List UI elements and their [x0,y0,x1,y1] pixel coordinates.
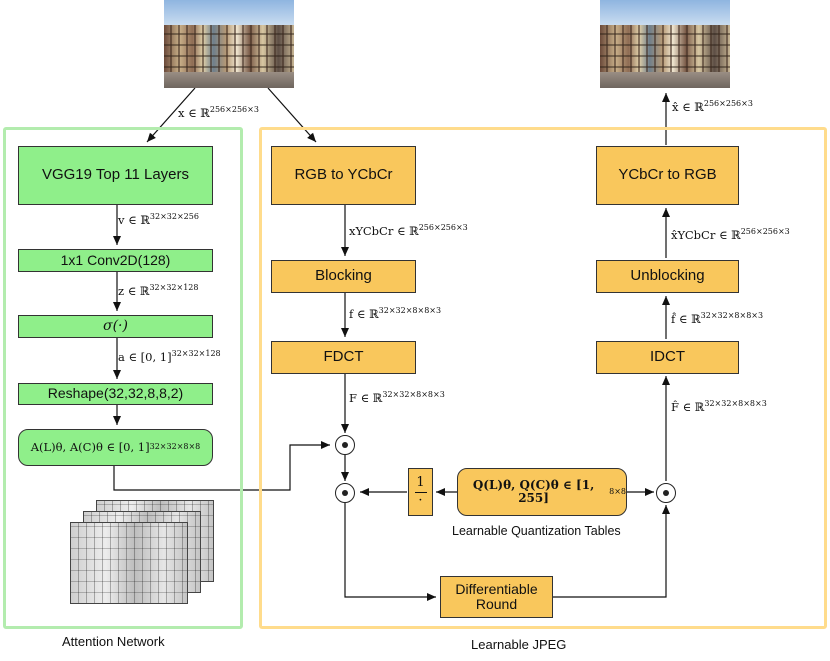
Fhat-shape-label: F̂ ∈ ℝ32×32×8×8×3 [671,399,767,414]
sigmoid-box: σ(·) [18,315,213,338]
fhat-shape-label: f̂ ∈ ℝ32×32×8×8×3 [671,311,764,326]
reciprocal-numerator: 1 [416,475,425,491]
learnable-jpeg-frame [259,127,827,629]
input-image [164,0,294,88]
fdct-box: FDCT [271,341,416,374]
attention-map-1 [70,522,188,604]
quantization-tables-box: Q(L)θ, Q(C)θ ∈ [1, 255]8×8 [457,468,627,516]
attention-network-caption: Attention Network [62,634,165,649]
attention-maps-box: A(L)θ, A(C)θ ∈ [0, 1]32×32×8×8 [18,429,213,466]
arrow-input-to-vgg [146,87,196,143]
xhat-ycbcr-shape-label: x̂YCbCr ∈ ℝ256×256×3 [671,227,790,242]
output-shape-label: x̂ ∈ ℝ256×256×3 [672,99,753,114]
output-image [600,0,730,88]
arrow-input-to-rgb2ycbcr [267,87,317,143]
idct-box: IDCT [596,341,739,374]
rgb-to-ycbcr-box: RGB to YCbCr [271,146,416,205]
multiply-node-attention [335,435,355,455]
ycbcr-to-rgb-box: YCbCr to RGB [596,146,739,205]
blocking-box: Blocking [271,260,416,293]
arrow-round-to-mult3 [553,505,670,598]
F-shape-label: F ∈ ℝ32×32×8×8×3 [349,390,445,405]
a-shape-label: a ∈ [0, 1]32×32×128 [118,349,221,364]
quantization-tables-caption: Learnable Quantization Tables [452,524,621,538]
arrow-A-to-mult1 [113,441,330,491]
multiply-node-dequantize [656,483,676,503]
attention-network-frame [3,127,243,629]
multiply-node-quantize [335,483,355,503]
input-shape-label: x ∈ ℝ256×256×3 [178,105,259,120]
xycbcr-shape-label: xYCbCr ∈ ℝ256×256×3 [349,223,468,238]
arrow-mult2-to-round [344,503,436,601]
reciprocal-denominator: · [418,492,423,508]
learnable-jpeg-caption: Learnable JPEG [471,637,567,652]
reciprocal-box: 1 · [408,468,433,516]
z-shape-label: z ∈ ℝ32×32×128 [118,283,199,298]
vgg19-box: VGG19 Top 11 Layers [18,146,213,205]
v-shape-label: v ∈ ℝ32×32×256 [118,212,199,227]
reshape-box: Reshape(32,32,8,8,2) [18,383,213,405]
differentiable-round-box: Differentiable Round [440,576,553,618]
f-shape-label: f ∈ ℝ32×32×8×8×3 [349,306,442,321]
conv2d-box: 1x1 Conv2D(128) [18,249,213,272]
unblocking-box: Unblocking [596,260,739,293]
